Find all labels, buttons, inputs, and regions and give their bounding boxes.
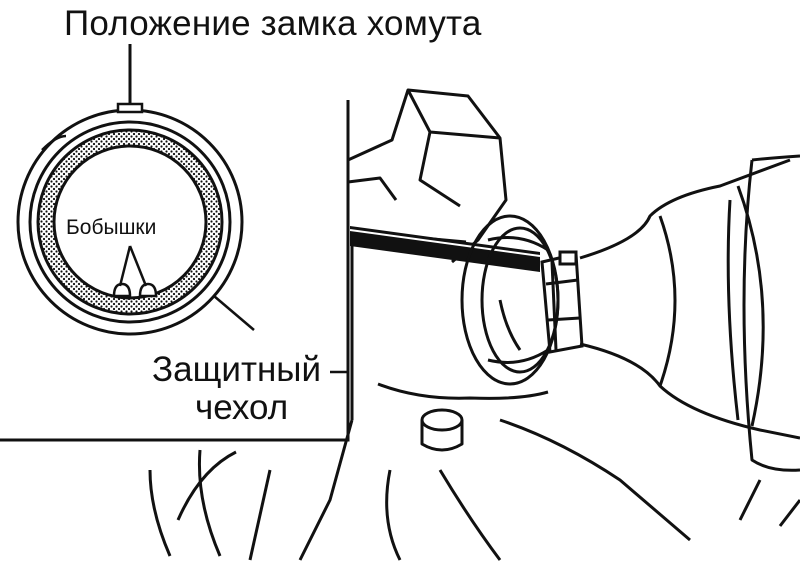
bosses: [112, 282, 158, 298]
cv-boot: [579, 154, 800, 472]
boot-cross-section: [16, 102, 244, 336]
lower-arm: [148, 382, 800, 561]
bosses-label: Бобышки: [66, 216, 157, 239]
boot-label-line2: чехол: [195, 388, 289, 427]
clamp-band: [540, 250, 584, 354]
clamp-lock-position-label: Положение замка хомута: [64, 4, 482, 43]
flange: [460, 214, 560, 386]
leader-lines: [118, 245, 348, 374]
drive-shaft: [349, 226, 541, 272]
inset-frame: [0, 100, 350, 442]
boot-label-line1: Защитный: [152, 350, 322, 389]
